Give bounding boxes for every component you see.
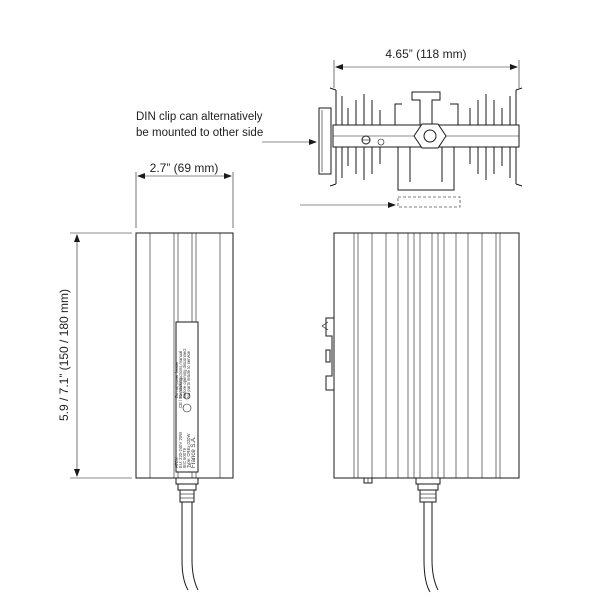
front-width-dimension: 2.7” (69 mm) <box>150 161 219 175</box>
height-dimension: 5.9 / 7.1” (150 / 180 mm) <box>57 289 71 421</box>
label-line: Do not cover heater <box>174 361 179 398</box>
front-view: 2.7” (69 mm) 5.9 / 7.1” (150 / 180 mm) F… <box>57 161 234 591</box>
hex-nut <box>413 123 447 149</box>
din-clip-note-line1: DIN clip can alternatively <box>136 111 263 123</box>
top-view: 4.65” (118 mm) <box>136 47 523 208</box>
top-width-dimension: 4.65” (118 mm) <box>385 47 466 61</box>
label-line: IEC 60079 <box>182 448 187 468</box>
label-line: Before opening disconnect <box>182 348 187 398</box>
label-line: EU: 220-240V 20W <box>178 432 183 468</box>
label-plate <box>175 321 199 473</box>
label-line: Read instructions manual <box>178 351 183 398</box>
cable-side <box>423 502 439 593</box>
heat-sink-fins-bottom <box>329 147 523 191</box>
cable-front <box>181 502 199 591</box>
label-line: No parts inside to service <box>186 350 191 398</box>
din-clip <box>318 107 332 175</box>
cable-gland-side <box>415 477 441 503</box>
din-clip-note-line2: be mounted to other side <box>136 127 263 139</box>
din-clip-side <box>325 317 334 391</box>
label-line: CE / Ex marking <box>178 377 183 408</box>
heat-sink-fins-top <box>329 87 523 125</box>
label-line: Type: CREx 020W <box>186 434 191 468</box>
label-brand: France S.A. <box>191 436 197 468</box>
side-view <box>321 232 520 593</box>
cable-gland-front <box>175 477 199 503</box>
label-line: ATEX <box>174 457 179 468</box>
